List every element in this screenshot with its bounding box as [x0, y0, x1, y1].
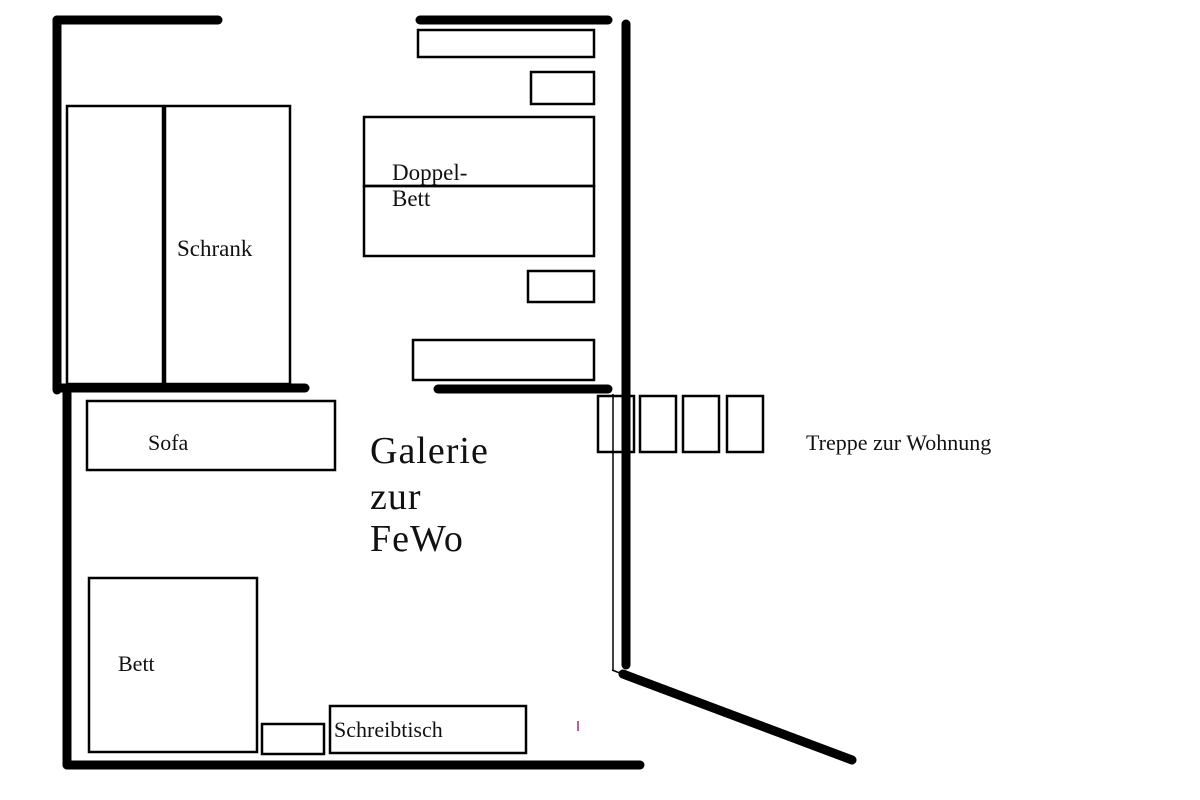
stair-step-1: [596, 394, 636, 454]
walls: [52, 15, 857, 770]
stair-step-3: [681, 394, 721, 454]
title-line-galerie: Galerie: [370, 430, 489, 472]
label-schreibtisch: Schreibtisch: [334, 717, 443, 742]
label-sofa: Sofa: [148, 430, 189, 455]
top-shelf: [416, 28, 596, 59]
title-line-fewo: FeWo: [370, 518, 464, 560]
schrank-right-section: [163, 104, 292, 386]
title-line-zur: zur: [370, 476, 422, 518]
schrank-left-section: [65, 104, 165, 386]
lower-shelf: [411, 338, 596, 382]
label-doppelbett-line2: Bett: [392, 186, 431, 211]
side-box: [260, 722, 326, 756]
stair-step-4: [725, 394, 765, 454]
diagonal-boundary-line: [611, 669, 853, 763]
stair-step-2: [638, 394, 678, 454]
bett-rect: [87, 576, 259, 754]
nightstand-bottom: [526, 269, 596, 304]
doppelbett-lower: [362, 184, 596, 258]
label-schrank: Schrank: [177, 236, 253, 261]
label-bett: Bett: [118, 651, 155, 676]
sofa-rect: [85, 399, 337, 472]
label-treppe: Treppe zur Wohnung: [806, 430, 992, 455]
label-doppelbett-line1: Doppel-: [392, 160, 468, 185]
furniture: [65, 28, 765, 756]
nightstand-top: [529, 70, 596, 106]
schreibtisch-rect: [328, 704, 528, 755]
